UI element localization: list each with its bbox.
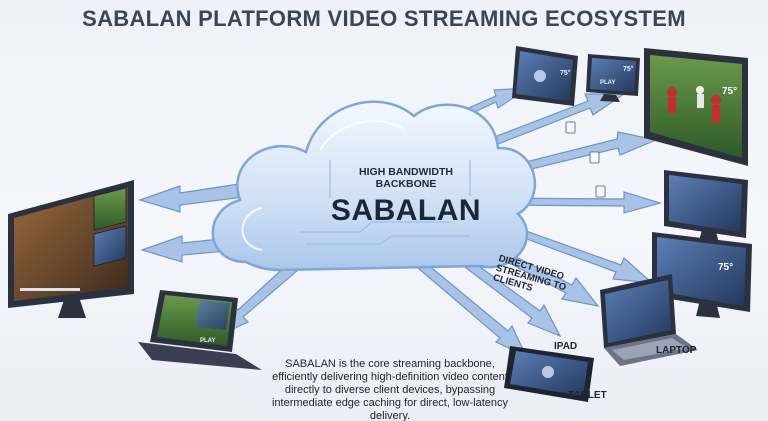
- screen-score-label: 75°: [722, 86, 738, 97]
- screen-score-label: 75°: [718, 262, 734, 273]
- top-tablet: [512, 46, 578, 106]
- cloud-subtitle: HIGH BANDWIDTH BACKBONE: [359, 166, 453, 190]
- sports-tv: [644, 48, 748, 166]
- description-caption: SABALAN is the core streaming backbone, …: [271, 358, 508, 421]
- packet-icons: [565, 121, 606, 198]
- screen-score-label: 75°: [560, 70, 571, 77]
- top-monitor: [586, 54, 640, 102]
- laptop: [600, 274, 698, 366]
- ipad: [504, 346, 594, 402]
- document-icon: [595, 185, 606, 198]
- tablet-label: TABLET: [568, 390, 607, 401]
- screen-play-label: PLAY: [200, 338, 216, 344]
- document-icon: [589, 151, 600, 164]
- cloud-name: SABALAN: [330, 194, 482, 227]
- right-monitor: [652, 232, 752, 318]
- ipad-label: IPAD: [554, 341, 578, 352]
- screen-score-label: 75°: [623, 66, 634, 73]
- screen-play-label: PLAY: [600, 80, 616, 86]
- mid-right-tv: [664, 170, 748, 246]
- left-tablet: [138, 290, 262, 370]
- cloud-backbone: [211, 100, 537, 272]
- document-icon: [565, 121, 576, 134]
- laptop-label: LAPTOP: [656, 345, 697, 356]
- diagram-title: SABALAN PLATFORM VIDEO STREAMING ECOSYST…: [82, 6, 686, 31]
- left-tv: [8, 180, 134, 318]
